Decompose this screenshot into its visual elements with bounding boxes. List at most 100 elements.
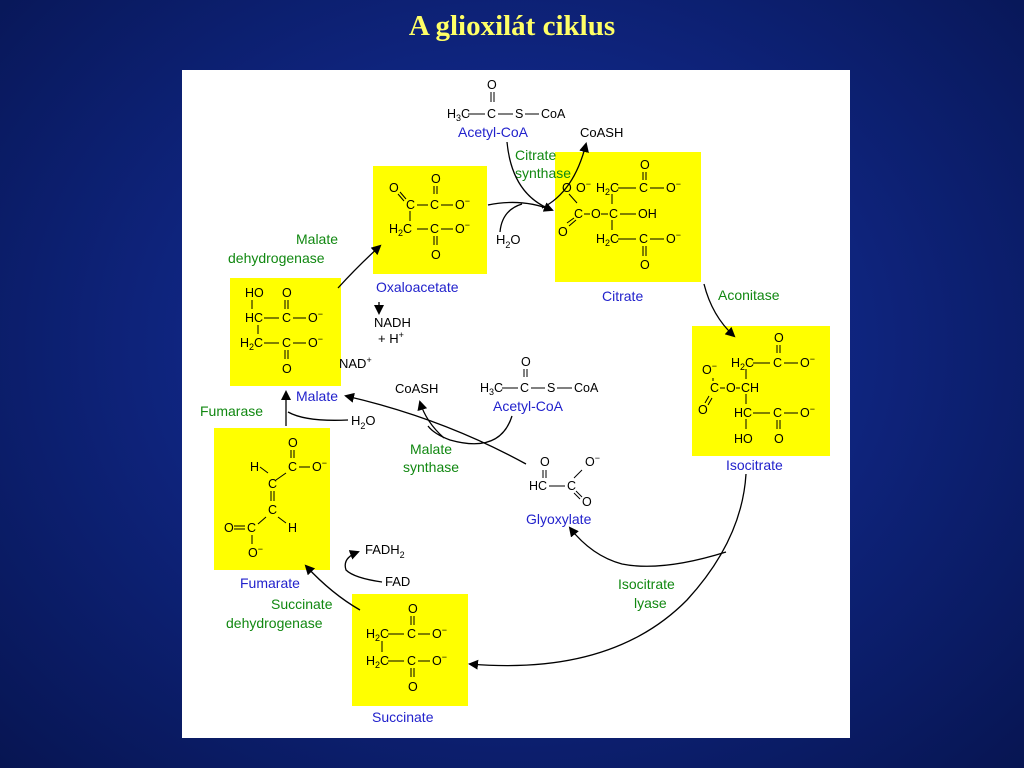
svg-text:O: O [431, 172, 441, 186]
h2o-top-label: H2O [496, 232, 521, 250]
svg-text:HC: HC [734, 406, 752, 420]
svg-text:C: C [574, 207, 583, 221]
svg-text:H2C: H2C [389, 222, 412, 238]
svg-text:H3C: H3C [447, 107, 470, 123]
svg-text:C: C [407, 654, 416, 668]
glyoxylate-structure: O O− HC C O [529, 453, 600, 509]
svg-text:H2C: H2C [596, 232, 619, 248]
coash-top-label: CoASH [580, 125, 623, 140]
svg-text:O: O [774, 432, 784, 446]
svg-text:O−: O− [800, 354, 815, 370]
svg-text:S: S [515, 107, 523, 121]
svg-text:H3C: H3C [480, 381, 503, 397]
svg-text:H: H [288, 521, 297, 535]
acetyl-coa-mid-structure: O H3C C S CoA [480, 355, 599, 397]
svg-text:O: O [408, 680, 418, 694]
svg-text:O−: O− [432, 625, 447, 641]
arrow-isocitrate-to-glyoxylate [568, 526, 727, 567]
citrate-synthase-label-1: Citrate [515, 147, 556, 163]
svg-text:HC: HC [529, 479, 547, 493]
svg-text:C: C [609, 207, 618, 221]
svg-text:H2C: H2C [366, 654, 389, 670]
svg-text:C: C [407, 627, 416, 641]
svg-text:O: O [591, 207, 601, 221]
coash-mid-label: CoASH [395, 381, 438, 396]
svg-text:O: O [282, 362, 292, 376]
svg-text:H2C: H2C [240, 336, 263, 352]
svg-text:C: C [268, 503, 277, 517]
svg-text:HO: HO [734, 432, 753, 446]
isocitrate-lyase-label-2: lyase [634, 595, 667, 611]
svg-text:C: C [487, 107, 496, 121]
malate-synthase-label-1: Malate [410, 441, 452, 457]
svg-text:O: O [431, 248, 441, 262]
svg-text:C: C [520, 381, 529, 395]
svg-text:C: C [406, 198, 415, 212]
svg-text:O: O [558, 225, 568, 239]
svg-text:H: H [250, 460, 259, 474]
oxaloacetate-highlight [373, 166, 487, 274]
svg-text:C: C [710, 381, 719, 395]
svg-text:O: O [726, 381, 736, 395]
svg-text:O: O [774, 331, 784, 345]
svg-text:C: C [773, 356, 782, 370]
acetyl-coa-mid-label: Acetyl-CoA [493, 398, 564, 414]
arrow-acetylcoa-mid-in [427, 415, 513, 445]
svg-text:O−: O− [312, 458, 327, 474]
svg-text:C: C [268, 477, 277, 491]
svg-text:CH: CH [741, 381, 759, 395]
malate-structure: HO O HC C O− H2C C O− O [240, 286, 323, 376]
isocitrate-highlight [692, 326, 830, 456]
citrate-synthase-label-2: synthase [515, 165, 571, 181]
arrow-coash-mid-out [417, 400, 445, 439]
svg-text:O: O [698, 403, 708, 417]
svg-text:O−: O− [666, 230, 681, 246]
svg-text:H2C: H2C [596, 181, 619, 197]
oxaloacetate-structure: O O C C O− H2C C O− O [389, 172, 470, 262]
acetyl-coa-top-structure: O H3C C S CoA [447, 78, 566, 123]
glyoxylate-label: Glyoxylate [526, 511, 592, 527]
nadh-label: NADH [374, 315, 411, 330]
arrow-succinate-to-fumarate [304, 564, 361, 611]
plus-h-label: + H+ [378, 330, 404, 346]
succinate-dh-label-2: dehydrogenase [226, 615, 323, 631]
svg-text:O: O [582, 495, 592, 509]
acetyl-coa-top-label: Acetyl-CoA [458, 124, 529, 140]
h2o-mid-label: H2O [351, 413, 376, 431]
succinate-structure: O H2C C O− H2C C O− O [366, 602, 447, 694]
svg-text:O: O [487, 78, 497, 92]
svg-text:O: O [282, 286, 292, 300]
svg-text:C: C [639, 232, 648, 246]
svg-text:CoA: CoA [541, 107, 566, 121]
fumarase-label: Fumarase [200, 403, 263, 419]
svg-text:H2C: H2C [731, 356, 754, 372]
svg-text:O: O [521, 355, 531, 369]
svg-text:C: C [430, 222, 439, 236]
svg-text:O−: O− [455, 196, 470, 212]
malate-highlight [230, 278, 341, 386]
fumarate-structure: O H C O− C C H O C O− [224, 436, 327, 560]
arrow-malate-to-oaa [337, 244, 382, 289]
isocitrate-lyase-label-1: Isocitrate [618, 576, 675, 592]
isocitrate-label: Isocitrate [726, 457, 783, 473]
svg-text:O−: O− [248, 544, 263, 560]
arrow-h2o-mid [287, 411, 349, 421]
svg-text:O−: O− [455, 220, 470, 236]
svg-text:O−: O− [308, 309, 323, 325]
glyoxylate-cycle-diagram: O H3C C S CoA Acetyl-CoA CoASH Citrate s… [200, 78, 830, 725]
malate-synthase-label-2: synthase [403, 459, 459, 475]
svg-text:O: O [224, 521, 234, 535]
malate-dh-label-1: Malate [296, 231, 338, 247]
svg-text:C: C [247, 521, 256, 535]
svg-text:HC: HC [245, 311, 263, 325]
citrate-structure: O O− H2C C O− C O C OH O O H2C C O− O [558, 158, 681, 272]
svg-text:O−: O− [800, 404, 815, 420]
isocitrate-structure: O H2C C O− O− C O CH O HC C O− HO O [698, 331, 815, 446]
svg-text:O: O [562, 181, 572, 195]
svg-text:O−: O− [576, 179, 591, 195]
svg-text:S: S [547, 381, 555, 395]
succinate-label: Succinate [372, 709, 434, 725]
svg-text:C: C [773, 406, 782, 420]
slide-title: A glioxilát ciklus [408, 10, 616, 42]
succinate-highlight [352, 594, 468, 706]
